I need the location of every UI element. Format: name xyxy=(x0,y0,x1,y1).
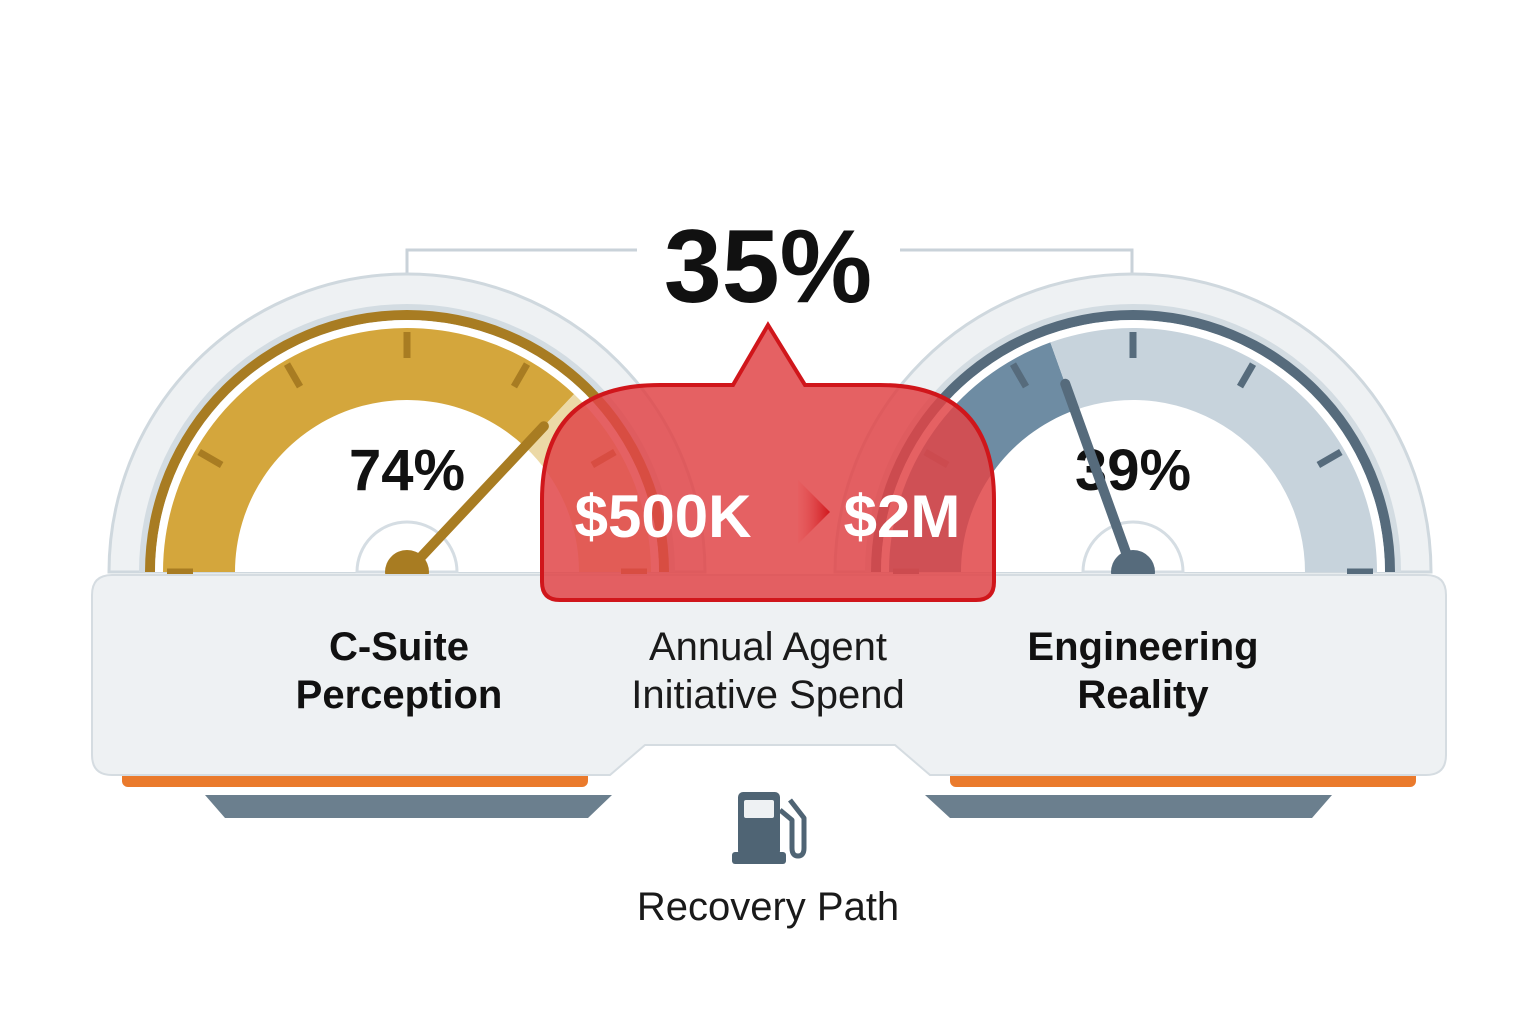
gauge-tick xyxy=(510,362,531,389)
right-gauge-label-line1: Engineering xyxy=(1027,625,1258,669)
gauge-value-label: 74% xyxy=(349,438,465,503)
shadow-strip-left xyxy=(205,795,612,818)
gauge-needle xyxy=(402,421,549,577)
shadow-strip-right xyxy=(925,795,1332,818)
headline-percent: 35% xyxy=(664,209,872,325)
label-panel xyxy=(91,574,1447,776)
spend-to: $2M xyxy=(844,483,961,550)
spend-from: $500K xyxy=(575,483,752,550)
arrow-right-icon xyxy=(798,480,830,544)
fuel-pump-icon xyxy=(732,792,807,864)
gauge-tick xyxy=(283,362,304,389)
gauge-hub-ring xyxy=(1081,520,1185,574)
gauge-needle xyxy=(1060,378,1138,577)
gauge-tick xyxy=(1316,448,1343,469)
left-gauge-label-line1: C-Suite xyxy=(329,625,469,669)
spend-callout xyxy=(540,321,996,602)
gauge-remainder xyxy=(1050,328,1377,572)
gauge-tick xyxy=(1009,362,1030,389)
callout-label-line2: Initiative Spend xyxy=(631,673,905,717)
callout-label-line1: Annual Agent xyxy=(649,625,887,669)
right-gauge-label-line2: Reality xyxy=(1077,673,1209,717)
gauge-hub-ring xyxy=(355,520,459,574)
gauge-engineering-reality: 39% xyxy=(833,272,1433,594)
gauge-tick xyxy=(1236,362,1257,389)
gauge-value-fill xyxy=(163,328,575,572)
gauge-tick xyxy=(197,448,224,469)
left-gauge-label-line2: Perception xyxy=(296,673,503,717)
connector-line-left xyxy=(405,248,637,275)
recovery-path-label: Recovery Path xyxy=(637,885,899,929)
connector-line-right xyxy=(900,248,1134,275)
